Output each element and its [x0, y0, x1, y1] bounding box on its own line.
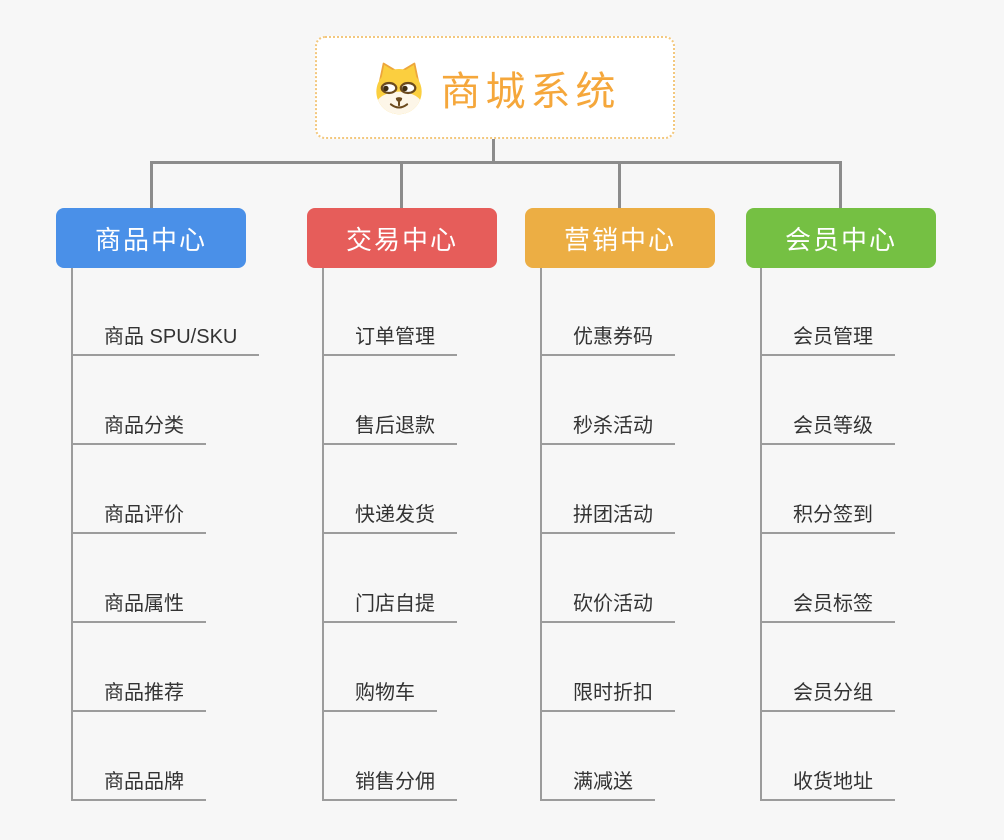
branch-node-product-center[interactable]: 商品中心: [56, 208, 246, 268]
leaf-node[interactable]: 砍价活动: [540, 589, 675, 623]
branch-spine-member: [760, 268, 762, 801]
leaf-node[interactable]: 收货地址: [760, 767, 895, 801]
connector-horizontal-rail: [150, 161, 841, 164]
branch-spine-product: [71, 268, 73, 801]
leaf-node[interactable]: 商品分类: [71, 411, 206, 445]
leaf-node[interactable]: 商品 SPU/SKU: [71, 322, 260, 356]
leaf-node[interactable]: 拼团活动: [540, 500, 675, 534]
leaf-node[interactable]: 商品评价: [71, 500, 206, 534]
connector-stem-marketing: [618, 161, 621, 208]
shiba-dog-icon: [375, 62, 422, 114]
connector-stem-member: [839, 161, 842, 208]
leaf-node[interactable]: 购物车: [322, 678, 437, 712]
leaf-node[interactable]: 满减送: [540, 767, 655, 801]
leaf-node[interactable]: 会员管理: [760, 322, 895, 356]
leaf-node[interactable]: 优惠券码: [540, 322, 675, 356]
leaf-node[interactable]: 订单管理: [322, 322, 457, 356]
connector-stem-trade: [400, 161, 403, 208]
leaf-node[interactable]: 积分签到: [760, 500, 895, 534]
leaf-node[interactable]: 销售分佣: [322, 767, 457, 801]
leaf-node[interactable]: 会员标签: [760, 589, 895, 623]
root-node-title: 商城系统: [440, 69, 621, 114]
leaf-node[interactable]: 限时折扣: [540, 678, 675, 712]
branch-node-member-center[interactable]: 会员中心: [746, 208, 936, 268]
leaf-node[interactable]: 会员分组: [760, 678, 895, 712]
connector-stem-product: [150, 161, 153, 208]
branch-node-trade-center[interactable]: 交易中心: [307, 208, 497, 268]
leaf-node[interactable]: 会员等级: [760, 411, 895, 445]
leaf-node[interactable]: 快递发货: [322, 500, 457, 534]
branch-spine-marketing: [540, 268, 542, 801]
branch-spine-trade: [322, 268, 324, 801]
branch-node-marketing-center[interactable]: 营销中心: [525, 208, 715, 268]
leaf-node[interactable]: 商品属性: [71, 589, 206, 623]
leaf-node[interactable]: 售后退款: [322, 411, 457, 445]
leaf-node[interactable]: 秒杀活动: [540, 411, 675, 445]
leaf-node[interactable]: 商品品牌: [71, 767, 206, 801]
root-node[interactable]: 商城系统: [315, 36, 675, 139]
connector-root-stem: [492, 139, 495, 164]
leaf-node[interactable]: 商品推荐: [71, 678, 206, 712]
leaf-node[interactable]: 门店自提: [322, 589, 457, 623]
